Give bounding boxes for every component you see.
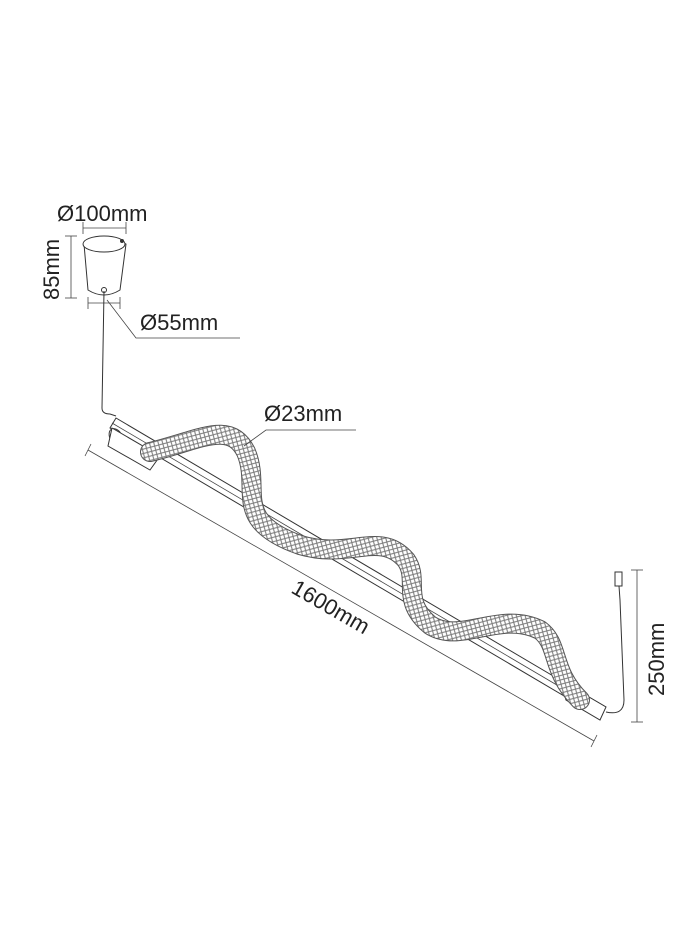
right-cable-connector xyxy=(605,571,625,714)
canopy-base-diameter-label: Ø55mm xyxy=(140,310,218,335)
canopy-diameter-label: Ø100mm xyxy=(57,201,147,226)
ceiling-canopy xyxy=(82,235,127,296)
rope-diameter-dimension: Ø23mm xyxy=(243,401,356,447)
left-suspension-cable xyxy=(101,290,117,417)
light-bar xyxy=(107,417,607,721)
bar-length-dimension: 1600mm xyxy=(84,443,598,748)
canopy-base-dimension: Ø55mm xyxy=(87,297,240,339)
canopy-height-dimension: 85mm xyxy=(39,235,77,300)
drop-height-dimension: 250mm xyxy=(631,569,669,723)
drop-height-label: 250mm xyxy=(644,623,669,696)
canopy-width-dimension: Ø100mm xyxy=(57,201,147,234)
woven-rope-texture xyxy=(141,425,589,709)
canopy-height-label: 85mm xyxy=(39,239,64,300)
rope-diameter-label: Ø23mm xyxy=(264,401,342,426)
